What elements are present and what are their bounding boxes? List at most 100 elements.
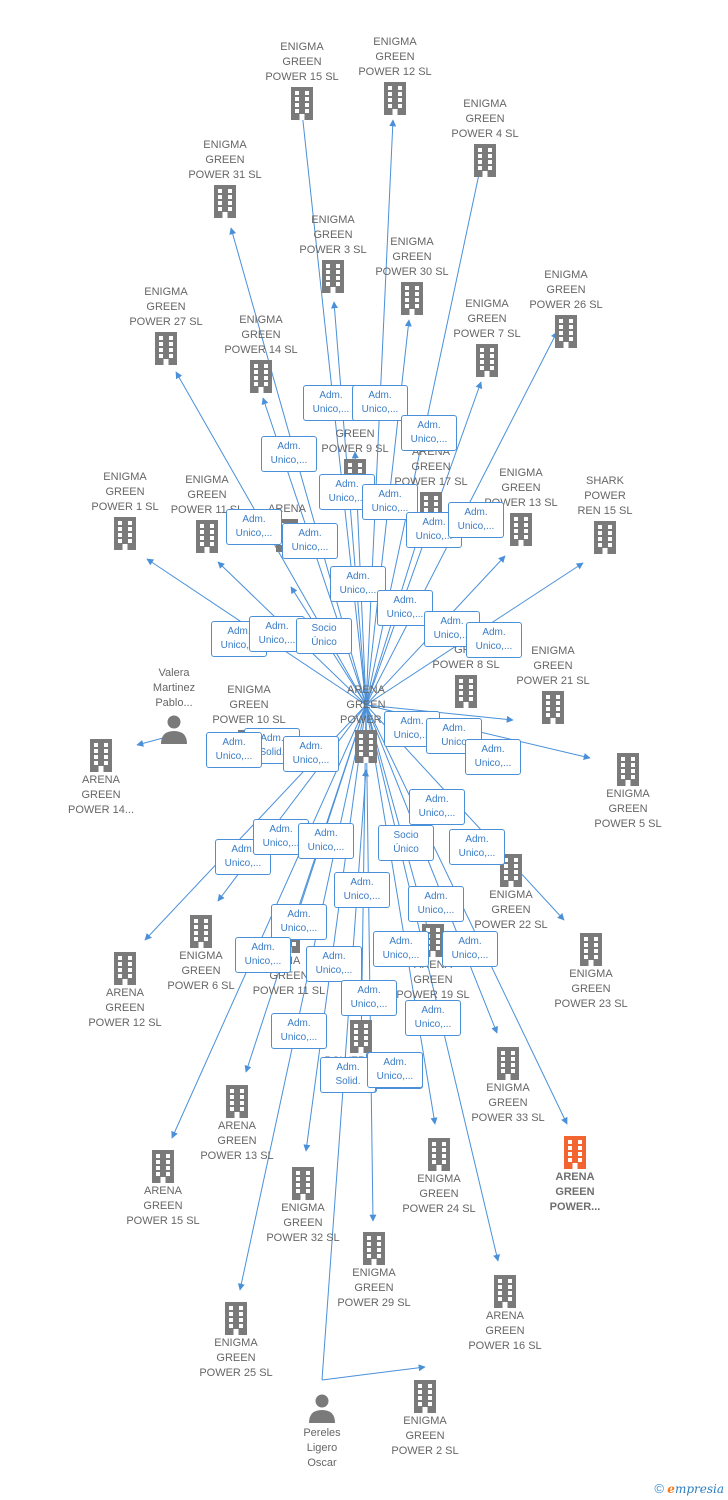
role-label[interactable]: Adm. Unico,... (303, 385, 359, 421)
building-icon (510, 513, 532, 546)
relationship-edge (171, 704, 367, 1139)
company-node-ag13[interactable]: ARENA GREEN POWER 13 SL (181, 1083, 293, 1164)
node-label: ENIGMA GREEN POWER 15 SL (265, 41, 339, 83)
person-node-valera[interactable]: Valera Martinez Pablo... (118, 666, 230, 747)
company-node-ep27[interactable]: ENIGMA GREEN POWER 27 SL (110, 285, 222, 366)
company-node-ep5[interactable]: ENIGMA GREEN POWER 5 SL (572, 751, 684, 832)
person-node-pereles[interactable]: Pereles Ligero Oscar (266, 1390, 378, 1471)
node-label: ENIGMA GREEN POWER 32 SL (266, 1202, 340, 1244)
node-label: ENIGMA GREEN POWER 13 SL (484, 467, 558, 509)
role-label[interactable]: Adm. Unico,... (334, 872, 390, 908)
role-label[interactable]: Adm. Unico,... (401, 415, 457, 451)
building-icon (350, 1020, 372, 1053)
role-label[interactable]: Adm. Unico,... (298, 823, 354, 859)
role-label[interactable]: Adm. Unico,... (306, 946, 362, 982)
relationship-edge (365, 704, 568, 1125)
building-icon (617, 753, 639, 786)
company-node-ag12[interactable]: ARENA GREEN POWER 12 SL (69, 950, 181, 1031)
role-label[interactable]: Adm. Unico,... (409, 789, 465, 825)
building-icon (497, 1047, 519, 1080)
role-label[interactable]: Adm. Unico,... (465, 739, 521, 775)
company-node-ep2[interactable]: ENIGMA GREEN POWER 2 SL (369, 1378, 481, 1459)
company-node-ep24[interactable]: ENIGMA GREEN POWER 24 SL (383, 1136, 495, 1217)
company-node-main[interactable]: ARENA GREEN POWER... (519, 1134, 631, 1215)
role-label[interactable]: Adm. Unico,... (405, 1000, 461, 1036)
node-label: Valera Martinez Pablo... (152, 667, 196, 709)
company-node-ep33[interactable]: ENIGMA GREEN POWER 33 SL (452, 1045, 564, 1126)
company-node-ep26[interactable]: ENIGMA GREEN POWER 26 SL (510, 268, 622, 349)
role-label[interactable]: Adm. Unico,... (341, 980, 397, 1016)
building-icon (500, 854, 522, 887)
role-label[interactable]: Adm. Unico,... (206, 732, 262, 768)
company-node-ag15[interactable]: ARENA GREEN POWER 15 SL (107, 1148, 219, 1229)
role-label[interactable]: Adm. Unico,... (408, 886, 464, 922)
node-label: ENIGMA GREEN POWER 22 SL (474, 889, 548, 931)
node-label: ENA GREEN POWER 11 SL (252, 955, 326, 997)
building-icon (363, 1232, 385, 1265)
company-node-ep15[interactable]: ENIGMA GREEN POWER 15 SL (246, 40, 358, 121)
node-label: ARENA GREEN POWER 16 SL (468, 1310, 542, 1352)
company-node-ep32[interactable]: ENIGMA GREEN POWER 32 SL (247, 1165, 359, 1246)
role-label[interactable]: Adm. Unico,... (449, 829, 505, 865)
building-icon (226, 1085, 248, 1118)
role-label[interactable]: Adm. Unico,... (330, 566, 386, 602)
role-label[interactable]: Socio Único (378, 825, 434, 861)
node-label: ENIGMA GREEN POWER 27 SL (129, 286, 203, 328)
role-label[interactable]: Adm. Unico,... (442, 931, 498, 967)
role-label[interactable]: Adm. Unico,... (448, 502, 504, 538)
person-icon (309, 1394, 335, 1423)
copyright-icon: © (654, 1481, 664, 1496)
role-label[interactable]: Adm. Unico,... (271, 1013, 327, 1049)
role-label[interactable]: Socio Único (296, 618, 352, 654)
role-label[interactable]: Adm. Unico,... (352, 385, 408, 421)
company-node-ag16[interactable]: ARENA GREEN POWER 16 SL (449, 1273, 561, 1354)
company-node-ep4[interactable]: ENIGMA GREEN POWER 4 SL (429, 97, 541, 178)
company-node-ep25[interactable]: ENIGMA GREEN POWER 25 SL (180, 1300, 292, 1381)
node-label: ENIGMA GREEN POWER 25 SL (199, 1337, 273, 1379)
empresia-logo: empresia (667, 1482, 724, 1496)
company-node-ep29[interactable]: ENIGMA GREEN POWER 29 SL (318, 1230, 430, 1311)
node-label: ARENA GREEN POWER 14... (67, 774, 135, 816)
company-node-ag14[interactable]: ARENA GREEN POWER 14... (45, 737, 157, 818)
company-node-ep6[interactable]: ENIGMA GREEN POWER 6 SL (145, 913, 257, 994)
role-label[interactable]: Adm. Unico,... (271, 904, 327, 940)
node-label: ENIGMA GREEN POWER 7 SL (453, 298, 521, 340)
company-node-ep13[interactable]: ENIGMA GREEN POWER 13 SL (465, 466, 577, 547)
node-label: ENIGMA GREEN POWER 2 SL (391, 1415, 459, 1457)
role-label[interactable]: Adm. Unico,... (261, 436, 317, 472)
role-label[interactable]: Adm. Unico,... (373, 931, 429, 967)
company-node-ep23[interactable]: ENIGMA GREEN POWER 23 SL (535, 931, 647, 1012)
company-node-ep11[interactable]: ENIGMA GREEN POWER 11 SL (151, 473, 263, 554)
building-icon (494, 1275, 516, 1308)
empresia-footer[interactable]: © empresia (654, 1481, 724, 1496)
node-label: GREEN POWER 9 SL (321, 428, 389, 455)
relationship-edge (244, 704, 367, 1073)
role-label[interactable]: Adm. Solid. (320, 1057, 376, 1093)
role-label[interactable]: Adm. Unico,... (249, 616, 305, 652)
company-node-shark[interactable]: SHARK POWER REN 15 SL (549, 474, 661, 555)
company-node-ep7[interactable]: ENIGMA GREEN POWER 7 SL (431, 297, 543, 378)
role-label[interactable]: Adm. Unico,... (466, 622, 522, 658)
company-node-ep22[interactable]: ENIGMA GREEN POWER 22 SL (455, 852, 567, 933)
company-node-ep30[interactable]: ENIGMA GREEN POWER 30 SL (356, 235, 468, 316)
role-label[interactable]: Adm. Unico,... (367, 1052, 423, 1088)
relationship-edge (237, 704, 367, 1291)
building-icon (155, 332, 177, 365)
company-node-ep31[interactable]: ENIGMA GREEN POWER 31 SL (169, 138, 281, 219)
role-label[interactable]: Adm. Unico,... (282, 523, 338, 559)
role-label[interactable]: Adm. Unico,... (226, 509, 282, 545)
building-icon (322, 260, 344, 293)
company-node-ep21[interactable]: ENIGMA GREEN POWER 21 SL (497, 644, 609, 725)
building-icon (401, 282, 423, 315)
building-icon (291, 87, 313, 120)
building-icon (542, 691, 564, 724)
company-node-ep1[interactable]: ENIGMA GREEN POWER 1 SL (69, 470, 181, 551)
company-node-ep12[interactable]: ENIGMA GREEN POWER 12 SL (339, 35, 451, 116)
role-label[interactable]: Adm. Unico,... (235, 937, 291, 973)
person-icon (161, 715, 187, 744)
company-node-ep3[interactable]: ENIGMA GREEN POWER 3 SL (277, 213, 389, 294)
company-node-ep14[interactable]: ENIGMA GREEN POWER 14 SL (205, 313, 317, 394)
role-label[interactable]: Adm. Unico,... (377, 590, 433, 626)
relationship-edge (365, 704, 498, 1034)
role-label[interactable]: Adm. Unico,... (283, 736, 339, 772)
